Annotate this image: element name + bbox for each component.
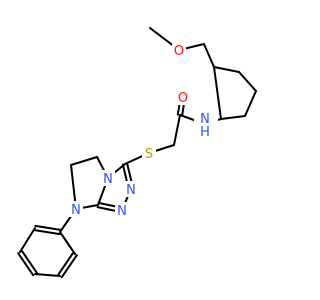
- atom-s-thioether: S: [145, 147, 153, 162]
- aryl-bond: [238, 71, 257, 92]
- phenyl-bond: [59, 231, 76, 255]
- phenyl-bond: [33, 229, 61, 236]
- ring-bond: [70, 156, 98, 166]
- phenyl-bond: [57, 251, 75, 276]
- atom-o-methoxy: O: [174, 44, 184, 59]
- atom-h-amide: H: [200, 125, 210, 140]
- phenyl-bond: [34, 273, 61, 277]
- atom-n-triazole-b: N: [117, 204, 127, 219]
- atom-label-layer: O O N H S N N N N: [69, 42, 218, 219]
- atom-n-phenyl: N: [71, 203, 81, 218]
- aryl-bond: [213, 66, 222, 120]
- bond-layer: [17, 27, 257, 279]
- aryl-bond: [203, 43, 215, 68]
- phenyl-bond: [19, 227, 36, 253]
- aryl-bond: [213, 66, 240, 73]
- aryl-bond: [220, 115, 246, 120]
- atom-n-amide: N: [200, 112, 210, 127]
- atom-n-triazole-a: N: [126, 183, 136, 198]
- aryl-bond: [244, 90, 257, 117]
- phenyl-bond: [17, 252, 35, 277]
- phenyl-bond: [34, 224, 62, 231]
- phenyl-bond: [20, 249, 38, 274]
- structure-diagram: O O N H S N N N N: [17, 27, 257, 279]
- ch2-bond: [173, 114, 181, 146]
- phenyl-bond: [60, 254, 78, 279]
- atom-n-bridgehead: N: [103, 172, 113, 187]
- atom-o-carbonyl: O: [178, 91, 188, 106]
